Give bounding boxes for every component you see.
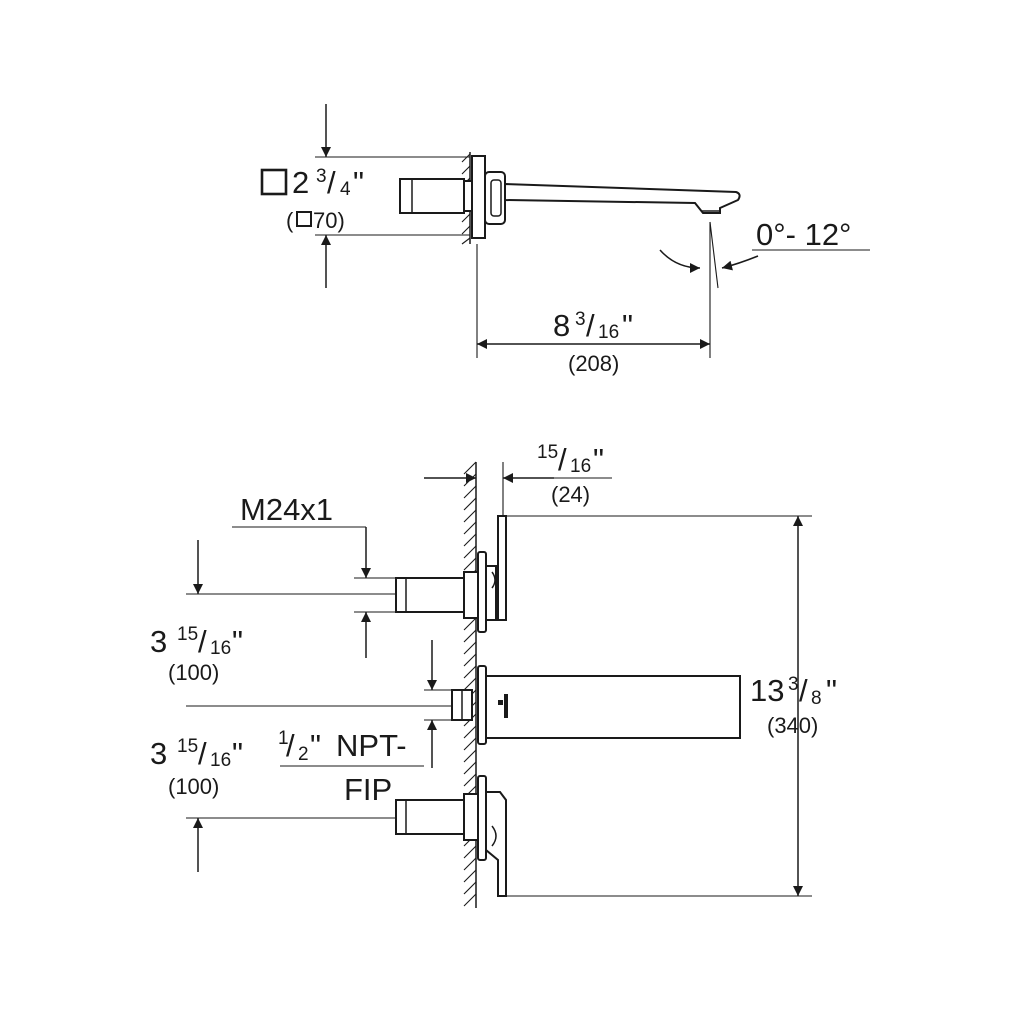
escutcheon-upper: [477, 551, 487, 633]
lower-plate: [485, 791, 507, 897]
svg-text:/: /: [327, 165, 336, 200]
angle-dim-label: 0°- 12°: [756, 217, 851, 252]
height-dim-inch: ": [826, 673, 837, 708]
square-dim-metric: 70): [313, 208, 345, 233]
thread-label: M24x1: [240, 492, 333, 527]
height-dim-whole: 13: [750, 673, 784, 708]
reach-dim-metric: (208): [568, 351, 619, 376]
lower-spacing-inch: ": [232, 736, 243, 771]
pipe-label-num: 1: [278, 728, 289, 749]
upper-spacing-metric: (100): [168, 660, 219, 685]
cold-water-marker-icon: [498, 694, 508, 718]
square-dim-den: 4: [340, 179, 351, 200]
pipe-label-line2: FIP: [344, 772, 392, 807]
projection-dim-inch: ": [593, 442, 604, 477]
front-view: 15 / 16 " (24) M24x1 3 15 / 16 " (100) 3…: [150, 442, 837, 908]
upper-spacing-num: 15: [177, 624, 198, 645]
upper-plate: [497, 515, 507, 621]
pipe-label-inch: ": [310, 728, 321, 763]
lower-spacing-metric: (100): [168, 774, 219, 799]
reach-dim-inch: ": [622, 308, 633, 343]
escutcheon-lower: [477, 775, 487, 861]
projection-dim-den: 16: [570, 456, 591, 477]
pipe-label-den: 2: [298, 744, 309, 765]
lower-spacing-whole: 3: [150, 736, 167, 771]
upper-spacing-den: 16: [210, 638, 231, 659]
lower-spacing-num: 15: [177, 736, 198, 757]
handle-upper: [395, 577, 465, 613]
reach-dim-whole: 8: [553, 308, 570, 343]
lower-spacing-den: 16: [210, 750, 231, 771]
square-symbol-icon: [260, 168, 288, 196]
svg-text:/: /: [286, 728, 295, 763]
square-dim-num: 3: [316, 166, 327, 187]
upper-spacing-inch: ": [232, 624, 243, 659]
square-dim-metric-open: (: [286, 208, 294, 233]
height-dim-metric: (340): [767, 713, 818, 738]
square-symbol-small-icon: [296, 211, 312, 227]
svg-text:/: /: [198, 736, 207, 771]
top-view: 2 3 / 4 " ( 70) 0°- 12° 8 3 / 16 " (208): [260, 104, 870, 376]
reach-dim-num: 3: [575, 309, 586, 330]
svg-text:/: /: [799, 673, 808, 708]
projection-dim-num: 15: [537, 442, 558, 463]
reach-dim-den: 16: [598, 322, 619, 343]
handle-body-top: [399, 178, 465, 214]
square-dim-whole: 2: [292, 165, 309, 200]
svg-text:/: /: [586, 308, 595, 343]
svg-text:/: /: [558, 442, 567, 477]
escutcheon-plate-top: [471, 155, 486, 239]
spout-top: [504, 182, 741, 214]
height-dim-den: 8: [811, 688, 822, 709]
height-dim-num: 3: [788, 674, 799, 695]
upper-spacing-whole: 3: [150, 624, 167, 659]
projection-dim-metric: (24): [551, 482, 590, 507]
spout-front: [485, 675, 741, 739]
square-dim-inch: ": [353, 165, 364, 200]
svg-text:/: /: [198, 624, 207, 659]
pipe-label-line1: NPT-: [336, 728, 407, 763]
